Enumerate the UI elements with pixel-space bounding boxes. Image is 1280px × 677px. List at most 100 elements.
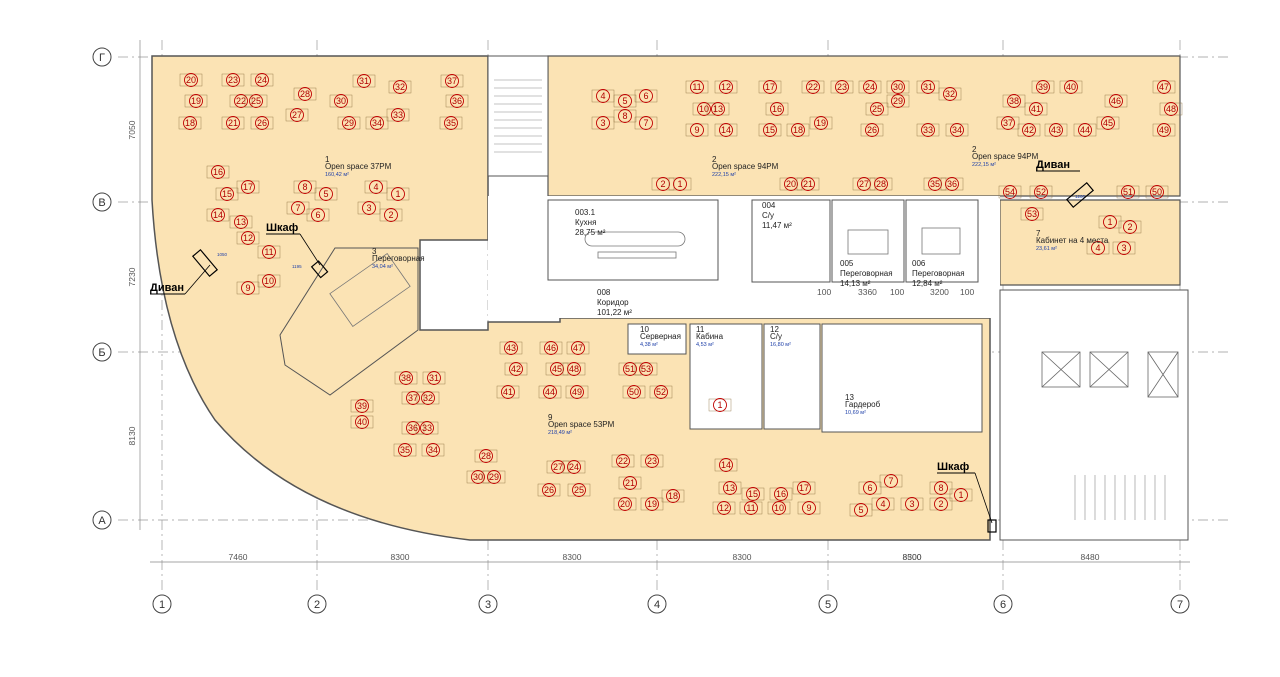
seat-number: 12 bbox=[243, 233, 253, 243]
seat-number: 22 bbox=[808, 82, 818, 92]
seat-number: 2 bbox=[938, 499, 943, 509]
seat-number: 3 bbox=[600, 118, 605, 128]
seat-number: 11 bbox=[746, 503, 755, 513]
seat-marker bbox=[420, 421, 434, 435]
seat-number: 24 bbox=[865, 82, 875, 92]
desk-seat: 12 bbox=[714, 80, 738, 94]
seat-marker bbox=[572, 483, 586, 497]
seat-marker bbox=[234, 215, 248, 229]
callout-shkaf-left: Шкаф bbox=[266, 222, 299, 234]
seat-number: 51 bbox=[1123, 187, 1133, 197]
desk-seat: 8 bbox=[293, 180, 317, 194]
seat-marker bbox=[550, 362, 564, 376]
desk-seat: 23 bbox=[640, 454, 664, 468]
desk-seat: 4 bbox=[364, 180, 388, 194]
desk-seat: 21 bbox=[221, 116, 245, 130]
desk-seat: 16 bbox=[765, 102, 789, 116]
desk-seat: 45 bbox=[545, 362, 569, 376]
desk-seat: 17 bbox=[236, 180, 260, 194]
seat-marker bbox=[784, 177, 798, 191]
seat-marker bbox=[183, 116, 197, 130]
seat-marker bbox=[567, 460, 581, 474]
desk-seat: 18 bbox=[786, 123, 810, 137]
desk-seat: 27 bbox=[285, 108, 309, 122]
seat-number: 41 bbox=[503, 387, 513, 397]
seat-number: 47 bbox=[573, 343, 583, 353]
room-name: Серверная bbox=[640, 332, 681, 341]
seat-marker bbox=[717, 501, 731, 515]
seat-marker bbox=[241, 180, 255, 194]
axis-row-label: Б bbox=[98, 347, 105, 359]
room-area: 34,04 м² bbox=[372, 264, 393, 270]
desk-seat: 14 bbox=[206, 208, 230, 222]
seat-number: 17 bbox=[765, 82, 775, 92]
desk-seat: 28 bbox=[474, 449, 498, 463]
seat-number: 19 bbox=[816, 118, 826, 128]
seat-marker bbox=[357, 74, 371, 88]
desk-seat: 16 bbox=[206, 165, 230, 179]
desk-seat: 48 bbox=[562, 362, 586, 376]
seat-number: 29 bbox=[489, 472, 499, 482]
seat-marker bbox=[426, 443, 440, 457]
seat-number: 40 bbox=[357, 417, 367, 427]
seat-marker bbox=[1034, 185, 1048, 199]
seat-marker bbox=[501, 385, 515, 399]
desk-seat: 41 bbox=[1024, 102, 1048, 116]
seat-number: 38 bbox=[401, 373, 411, 383]
col-dimension: 8300 bbox=[903, 552, 922, 562]
seat-marker bbox=[639, 116, 653, 130]
room-number: 1 bbox=[325, 155, 330, 164]
seat-number: 25 bbox=[251, 96, 261, 106]
seat-number: 7 bbox=[295, 203, 300, 213]
seat-number: 5 bbox=[323, 189, 328, 199]
seat-marker bbox=[544, 341, 558, 355]
seat-marker bbox=[934, 481, 948, 495]
seat-marker bbox=[596, 116, 610, 130]
desk-seat: 1 bbox=[1098, 215, 1122, 229]
seat-number: 13 bbox=[236, 217, 246, 227]
seat-number: 4 bbox=[600, 91, 605, 101]
seat-number: 31 bbox=[923, 82, 933, 92]
seat-marker bbox=[1022, 123, 1036, 137]
desk-seat: 20 bbox=[179, 73, 203, 87]
seat-number: 50 bbox=[1152, 187, 1162, 197]
desk-seat: 24 bbox=[562, 460, 586, 474]
room-area: 16,80 м² bbox=[770, 342, 791, 348]
axis-row-label: Г bbox=[99, 52, 105, 64]
axis-row-marker: А bbox=[92, 510, 112, 530]
room-area: 10,69 м² bbox=[845, 410, 866, 416]
seat-number: 49 bbox=[572, 387, 582, 397]
seat-number: 15 bbox=[748, 489, 758, 499]
stair-hatching bbox=[494, 79, 1166, 520]
seat-marker bbox=[713, 398, 727, 412]
col-dimension: 8300 bbox=[733, 552, 752, 562]
room-number: 13 bbox=[845, 393, 854, 402]
desk-seat: 44 bbox=[1073, 123, 1097, 137]
desk-seat: 25 bbox=[865, 102, 889, 116]
desk-seat: 11 bbox=[685, 80, 709, 94]
desk-seat: 30 bbox=[466, 470, 490, 484]
desk-seat: 46 bbox=[539, 341, 563, 355]
seat-marker bbox=[719, 80, 733, 94]
seat-number: 11 bbox=[692, 82, 701, 92]
desk-seat: 1 bbox=[708, 398, 732, 412]
seat-marker bbox=[870, 102, 884, 116]
seat-number: 4 bbox=[373, 182, 378, 192]
seat-marker bbox=[241, 281, 255, 295]
seat-marker bbox=[1121, 185, 1135, 199]
seat-number: 6 bbox=[867, 483, 872, 493]
seat-number: 48 bbox=[569, 364, 579, 374]
seat-marker bbox=[719, 123, 733, 137]
desk-seat: 28 bbox=[869, 177, 893, 191]
seat-number: 13 bbox=[713, 104, 723, 114]
seat-marker bbox=[884, 474, 898, 488]
seat-number: 35 bbox=[400, 445, 410, 455]
desk-seat: 40 bbox=[350, 415, 374, 429]
desk-seat: 26 bbox=[860, 123, 884, 137]
seat-number: 37 bbox=[447, 76, 457, 86]
desk-seat: 36 bbox=[940, 177, 964, 191]
seat-marker bbox=[814, 116, 828, 130]
